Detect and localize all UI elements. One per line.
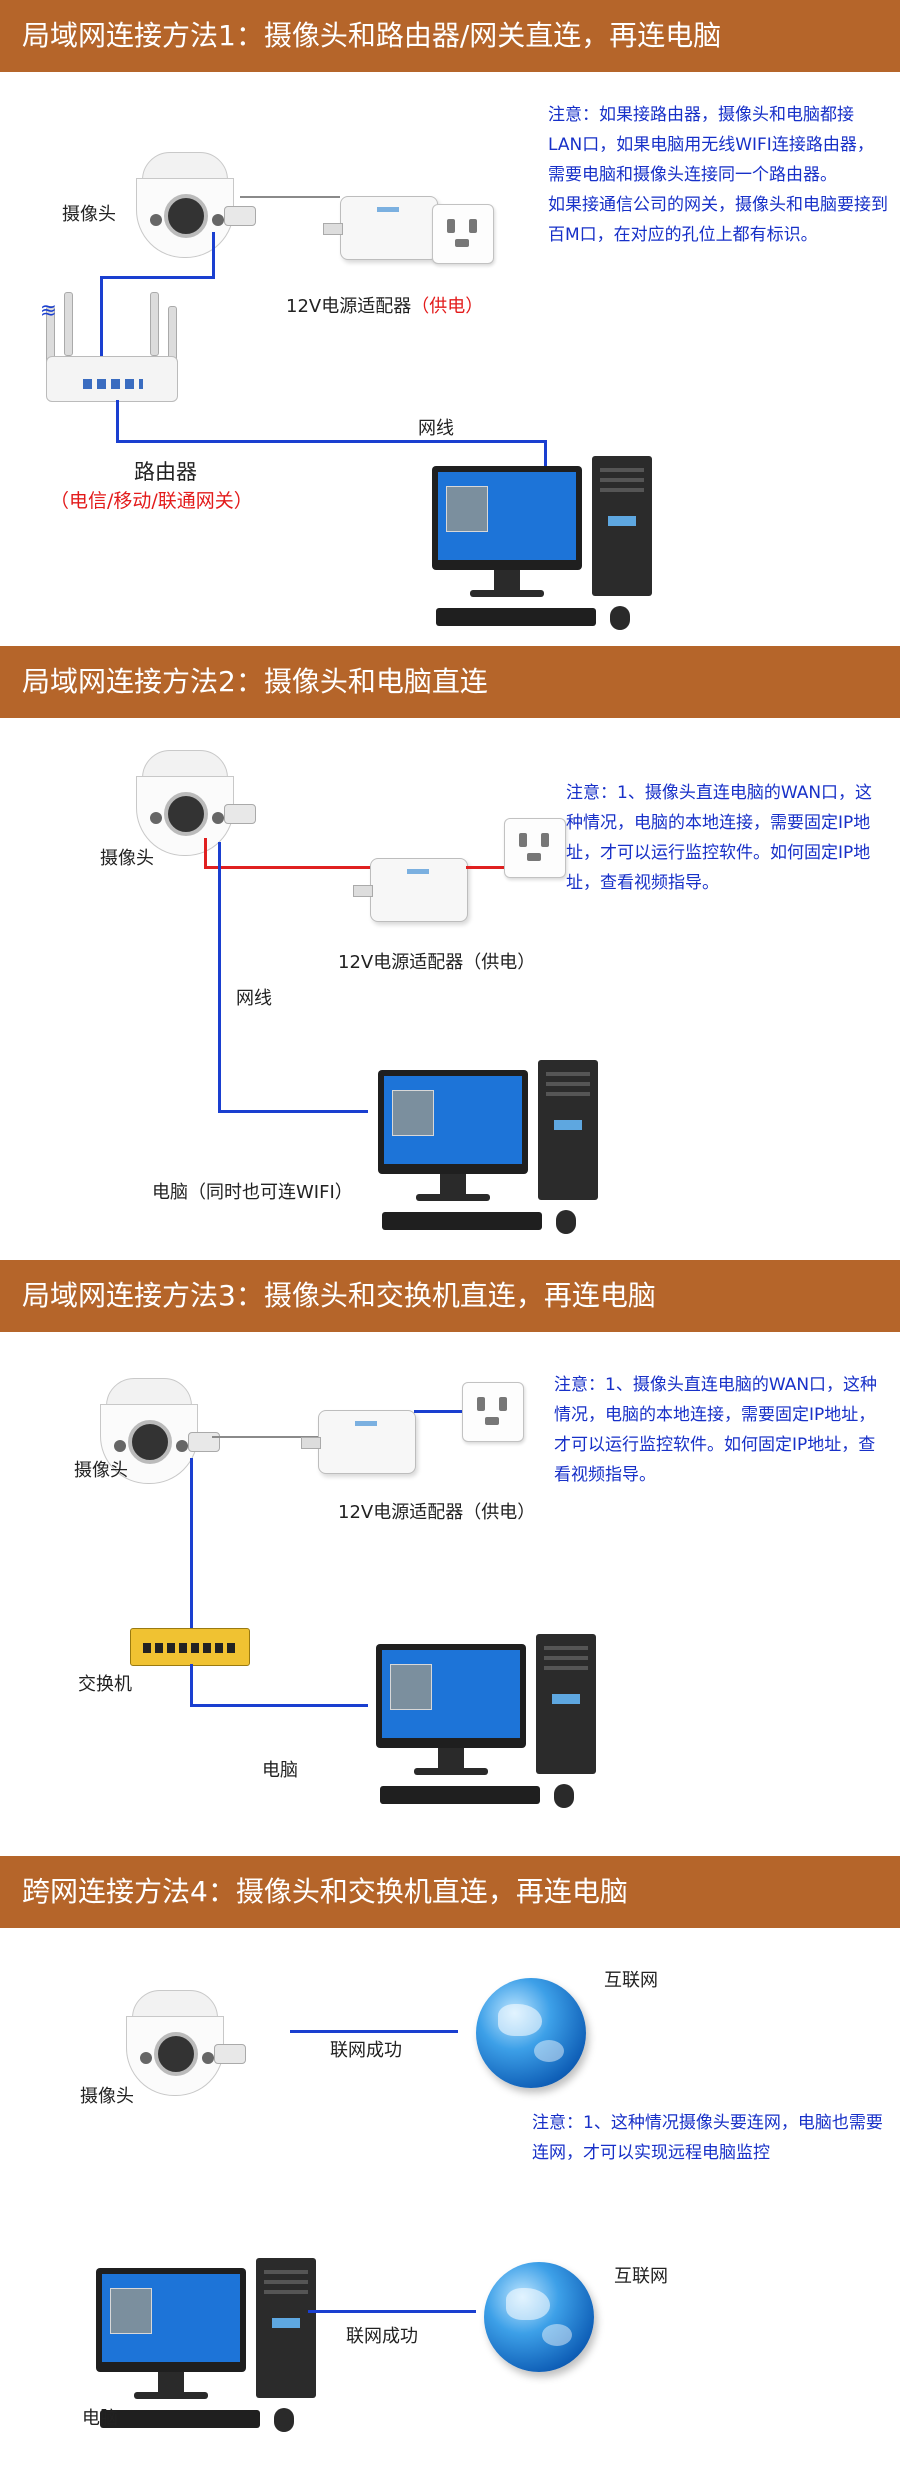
network-cable: [218, 842, 221, 1112]
camera-label: 摄像头: [80, 2086, 134, 2107]
switch-label: 交换机: [78, 1674, 132, 1695]
power-adapter: [323, 196, 438, 260]
section-1-title: 局域网连接方法1：摄像头和路由器/网关直连，再连电脑: [22, 19, 722, 52]
internet-label: 互联网: [604, 1970, 658, 1991]
router-device: [46, 356, 178, 402]
power-outlet: [462, 1382, 524, 1442]
power-cable: [204, 866, 370, 869]
router-label: 路由器: [134, 460, 197, 484]
link-label: 联网成功: [330, 2040, 402, 2061]
camera-label: 摄像头: [62, 204, 116, 225]
section-3-title: 局域网连接方法3：摄像头和交换机直连，再连电脑: [22, 1279, 656, 1312]
power-outlet: [504, 818, 566, 878]
router-sublabel: （电信/移动/联通网关）: [50, 490, 253, 512]
section-3-note: 注意：1、摄像头直连电脑的WAN口，这种情况，电脑的本地连接，需要固定IP地址，…: [554, 1375, 878, 1485]
camera-label: 摄像头: [100, 848, 154, 869]
globe-icon: [484, 2262, 594, 2372]
adapter-label: 12V电源适配器（供电）: [286, 296, 484, 317]
computer-device: [96, 2258, 316, 2438]
power-outlet: [432, 204, 494, 264]
switch-device: [130, 1628, 250, 1666]
network-cable: [100, 276, 103, 384]
internet-link: [290, 2030, 458, 2033]
section-2-title: 局域网连接方法2：摄像头和电脑直连: [22, 665, 488, 698]
power-adapter: [353, 858, 468, 922]
power-cable: [414, 1410, 464, 1413]
network-cable: [190, 1458, 193, 1628]
section-4-header: 跨网连接方法4：摄像头和交换机直连，再连电脑: [0, 1856, 900, 1928]
adapter-label: 12V电源适配器（供电）: [338, 1502, 536, 1523]
power-cable: [466, 866, 506, 869]
computer-device: [376, 1634, 596, 1814]
network-cable: [190, 1664, 193, 1706]
cable-label: 网线: [236, 988, 272, 1009]
globe-icon: [476, 1978, 586, 2088]
wifi-icon: ≋: [40, 298, 57, 322]
power-adapter: [301, 1410, 416, 1474]
section-1-note: 注意：如果接路由器，摄像头和电脑都接LAN口，如果电脑用无线WIFI连接路由器，…: [548, 105, 888, 245]
network-cable: [190, 1704, 368, 1707]
section-2-note: 注意：1、摄像头直连电脑的WAN口，这种情况，电脑的本地连接，需要固定IP地址，…: [566, 783, 873, 893]
pc-label: 电脑（同时也可连WIFI）: [152, 1182, 353, 1203]
camera-label: 摄像头: [74, 1460, 128, 1481]
section-4-note: 注意：1、这种情况摄像头要连网，电脑也需要连网，才可以实现远程电脑监控: [532, 2113, 883, 2163]
internet-link: [308, 2310, 476, 2313]
camera-device: [118, 1990, 248, 2100]
section-2-header: 局域网连接方法2：摄像头和电脑直连: [0, 646, 900, 718]
internet-label: 互联网: [614, 2266, 668, 2287]
power-cable: [204, 838, 207, 868]
camera-device: [128, 750, 258, 860]
router-antenna: [150, 292, 159, 356]
power-cable: [240, 196, 340, 198]
link-label: 联网成功: [346, 2326, 418, 2347]
network-cable: [218, 1110, 368, 1113]
pc-label: 电脑: [82, 2408, 118, 2429]
network-cable: [212, 232, 215, 278]
camera-device: [92, 1378, 222, 1488]
section-4-title: 跨网连接方法4：摄像头和交换机直连，再连电脑: [22, 1875, 628, 1908]
section-3-header: 局域网连接方法3：摄像头和交换机直连，再连电脑: [0, 1260, 900, 1332]
section-1-header: 局域网连接方法1：摄像头和路由器/网关直连，再连电脑: [0, 0, 900, 72]
network-cable: [544, 440, 547, 470]
pc-label: 电脑: [262, 1760, 298, 1781]
network-cable: [100, 276, 215, 279]
adapter-label: 12V电源适配器（供电）: [338, 952, 536, 973]
network-cable: [116, 440, 546, 443]
router-antenna: [64, 292, 73, 356]
camera-device: [128, 152, 258, 262]
cable-label: 网线: [418, 418, 454, 439]
power-cable: [212, 1436, 318, 1438]
network-cable: [116, 400, 119, 442]
computer-device: [432, 456, 652, 636]
computer-device: [378, 1060, 598, 1240]
